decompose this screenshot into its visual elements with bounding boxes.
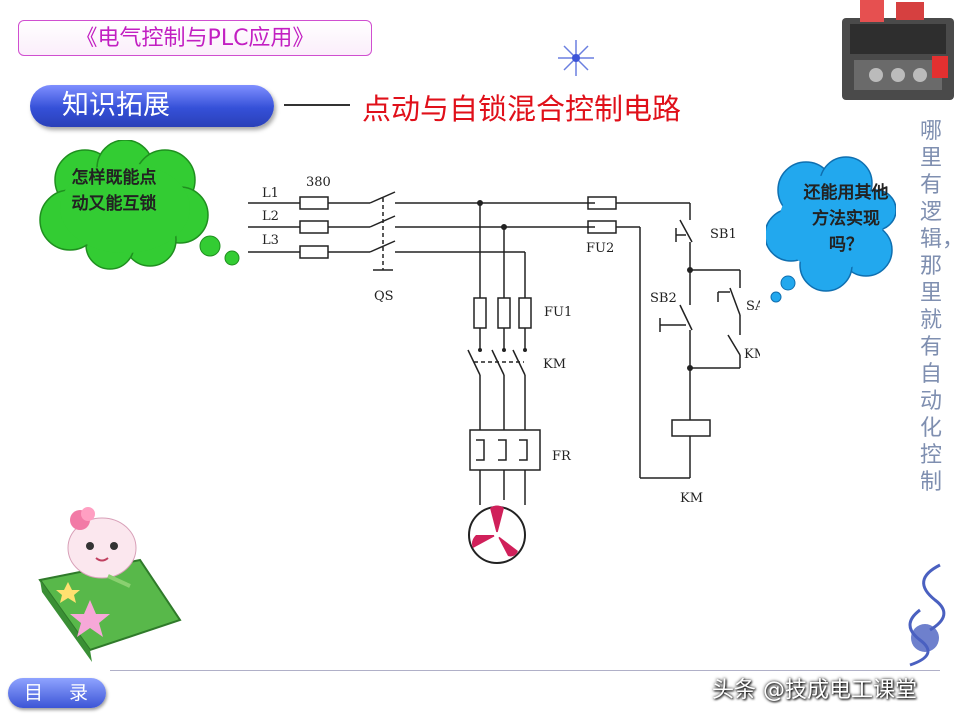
circuit-diagram: 380 L1 L2 L3 QS FU1 FU2 KM FR SB1 SB2 SA…	[248, 175, 760, 564]
circuit-title: 点动与自锁混合控制电路	[362, 92, 682, 126]
phase-l3-label: L3	[262, 233, 279, 248]
sb2-label: SB2	[650, 291, 677, 306]
mascot-book-image	[38, 507, 182, 662]
phase-l1-label: L1	[262, 186, 279, 201]
sparkle-icon	[558, 40, 594, 76]
thought-cloud-left	[39, 140, 240, 270]
km-aux-label: KM	[744, 347, 760, 362]
book-title: 《电气控制与PLC应用》	[18, 20, 372, 56]
footer-divider	[110, 670, 940, 671]
side-vertical-text: 哪里有逻辑，那里就有自动化控制	[920, 119, 960, 495]
sb1-label: SB1	[710, 227, 737, 242]
km-coil-label: KM	[680, 491, 703, 506]
km-main-label: KM	[543, 357, 566, 372]
title-connector-line	[284, 104, 350, 106]
thought-right-text: 还能用其他方法实现吗？	[803, 183, 889, 255]
thermal-relay-image	[842, 0, 954, 100]
phase-l2-label: L2	[262, 209, 279, 224]
decorative-swirl	[908, 563, 946, 667]
qs-label: QS	[374, 289, 394, 304]
voltage-label: 380	[306, 175, 331, 190]
watermark-text: 头条 @技成电工课堂	[712, 678, 917, 703]
menu-button[interactable]: 目 录	[8, 678, 106, 708]
fu2-label: FU2	[586, 241, 614, 256]
thought-cloud-right	[766, 156, 896, 303]
section-label-pill: 知识拓展	[30, 85, 274, 127]
fr-label: FR	[552, 449, 572, 464]
thought-left-text: 怎样既能点动又能互锁	[71, 168, 157, 214]
fu1-label: FU1	[544, 305, 572, 320]
sa-label: SA	[746, 299, 760, 314]
